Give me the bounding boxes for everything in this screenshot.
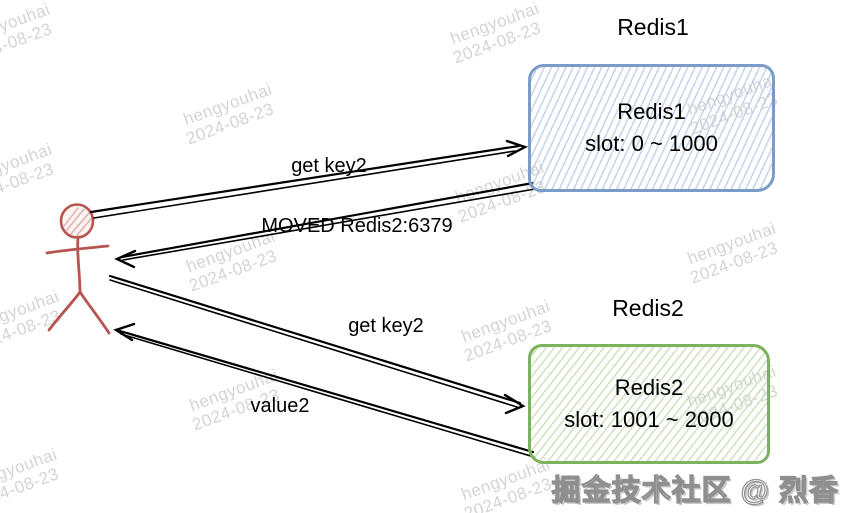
arrowhead bbox=[505, 139, 529, 158]
node-redis2-name: Redis2 bbox=[614, 375, 684, 400]
node-redis1-title: Redis1 bbox=[617, 14, 689, 40]
message-label-value2: value2 bbox=[250, 395, 310, 417]
arrow-value2-to-client bbox=[113, 322, 535, 458]
message-label-moved: MOVED Redis2:6379 bbox=[261, 215, 453, 237]
community-caption: 掘金技术社区 @ 烈香 bbox=[551, 474, 839, 507]
node-redis1: Redis1 slot: 0 ~ 1000 bbox=[528, 64, 775, 192]
message-label-get-key2-2: get key2 bbox=[348, 315, 424, 337]
person-right-leg bbox=[78, 290, 111, 335]
arrowhead bbox=[114, 249, 137, 269]
arrow-get-key2-to-redis1 bbox=[89, 139, 529, 219]
arrowhead bbox=[503, 393, 526, 415]
node-redis2: Redis2 slot: 1001 ~ 2000 bbox=[528, 344, 770, 464]
message-label-get-key2-1: get key2 bbox=[291, 155, 367, 177]
node-redis1-slot-range: slot: 0 ~ 1000 bbox=[585, 131, 718, 156]
arrow-get-key2-to-redis2 bbox=[108, 274, 526, 415]
person-body bbox=[76, 235, 82, 295]
node-redis1-name: Redis1 bbox=[617, 99, 686, 124]
person-figure bbox=[45, 203, 111, 335]
node-redis2-title: Redis2 bbox=[612, 295, 684, 321]
arrow-moved-to-client bbox=[114, 181, 536, 269]
node-redis2-slot-range: slot: 1001 ~ 2000 bbox=[564, 407, 734, 432]
arrowhead bbox=[113, 322, 136, 342]
person-left-leg bbox=[47, 290, 82, 332]
person-arms bbox=[45, 244, 110, 255]
